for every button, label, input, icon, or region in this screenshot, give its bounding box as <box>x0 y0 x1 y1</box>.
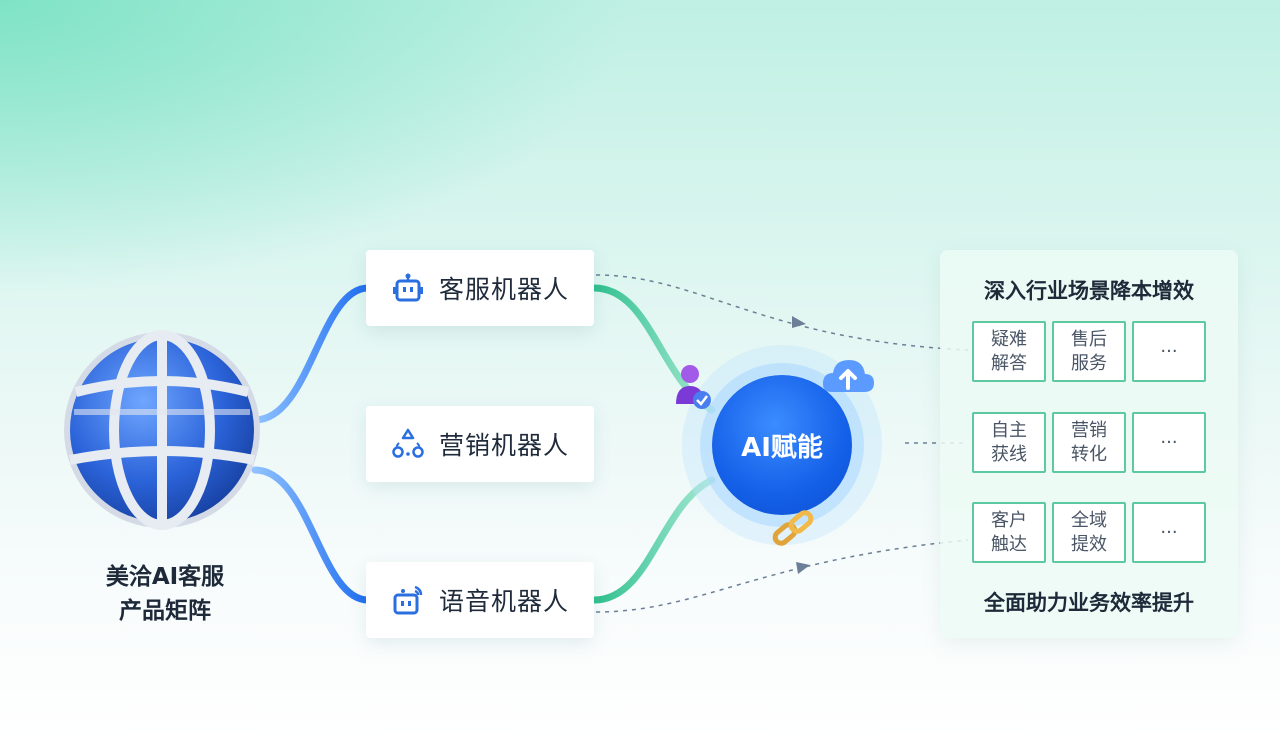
more-cell[interactable]: ··· <box>1132 321 1206 382</box>
product-matrix-title: 美洽AI客服 产品矩阵 <box>60 560 270 628</box>
chain-link-icon <box>770 508 818 556</box>
marketing-bot-card[interactable]: 营销机器人 <box>366 406 594 482</box>
scenario-cell-label: 疑难解答 <box>991 328 1027 374</box>
scenario-cell-label: 售后服务 <box>1071 328 1107 374</box>
ai-core-circle[interactable]: AI赋能 <box>712 375 852 515</box>
link-globe-to-voice-bot <box>251 466 372 604</box>
arrow-voice <box>796 562 810 574</box>
link-voice-bot-to-ai <box>590 476 716 604</box>
scenario-cell[interactable]: 客户触达 <box>972 502 1046 563</box>
more-label: ··· <box>1160 521 1178 543</box>
arrow-service <box>792 316 806 328</box>
scenario-cell-label: 全域提效 <box>1071 509 1107 555</box>
marketing-bot-label: 营销机器人 <box>438 431 569 460</box>
scenario-cell-label: 自主获线 <box>991 419 1027 465</box>
globe-icon <box>62 330 262 530</box>
scenario-cell[interactable]: 全域提效 <box>1052 502 1126 563</box>
service-bot-label: 客服机器人 <box>438 275 569 304</box>
product-matrix-title-line2: 产品矩阵 <box>119 598 211 624</box>
panel-title-top: 深入行业场景降本增效 <box>984 279 1194 303</box>
voice-bot-label: 语音机器人 <box>438 587 569 616</box>
dashed-voice-to-panel <box>595 539 969 613</box>
scenario-panel: 深入行业场景降本增效 疑难解答 售后服务 ··· 自主获线 营销转化 ··· 客… <box>940 250 1238 638</box>
scenario-row-2: 自主获线 营销转化 ··· <box>972 412 1206 473</box>
more-cell[interactable]: ··· <box>1132 502 1206 563</box>
scenario-cell-label: 营销转化 <box>1071 419 1107 465</box>
scenario-row-1: 疑难解答 售后服务 ··· <box>972 321 1206 382</box>
scenario-cell[interactable]: 售后服务 <box>1052 321 1126 382</box>
more-label: ··· <box>1160 340 1178 362</box>
cloud-upload-icon <box>820 352 876 402</box>
scenario-cell[interactable]: 疑难解答 <box>972 321 1046 382</box>
scenario-cell-label: 客户触达 <box>991 509 1027 555</box>
voice-robot-icon <box>391 583 425 617</box>
scenario-cell[interactable]: 自主获线 <box>972 412 1046 473</box>
service-bot-card[interactable]: 客服机器人 <box>366 250 594 326</box>
more-label: ··· <box>1160 431 1178 453</box>
product-matrix-title-line1: 美洽AI客服 <box>105 564 225 590</box>
scenario-row-3: 客户触达 全域提效 ··· <box>972 502 1206 563</box>
panel-title-bottom: 全面助力业务效率提升 <box>984 591 1194 615</box>
link-globe-to-service-bot <box>251 284 372 424</box>
robot-head-icon <box>391 271 425 305</box>
network-nodes-icon <box>391 427 425 461</box>
ai-core-label: AI赋能 <box>741 432 823 463</box>
scenario-cell[interactable]: 营销转化 <box>1052 412 1126 473</box>
user-verified-icon <box>672 362 716 416</box>
more-cell[interactable]: ··· <box>1132 412 1206 473</box>
voice-bot-card[interactable]: 语音机器人 <box>366 562 594 638</box>
